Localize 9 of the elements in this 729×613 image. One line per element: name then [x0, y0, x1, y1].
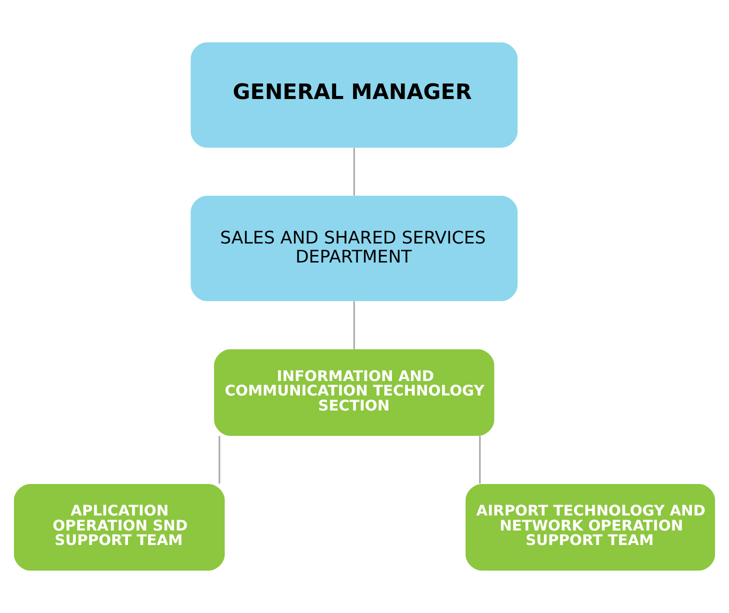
- node-box: APLICATION OPERATION SND SUPPORT TEAM: [14, 484, 225, 571]
- node-box: AIRPORT TECHNOLOGY AND NETWORK OPERATION SUPPORT TEAM: [466, 484, 716, 571]
- node-box: INFORMATION AND COMMUNICATION TECHNOLOGY SECTION: [214, 349, 494, 436]
- node-box: GENERAL MANAGER: [190, 42, 518, 148]
- connector: [218, 436, 220, 484]
- connector: [353, 301, 355, 350]
- node-box: SALES AND SHARED SERVICES DEPARTMENT: [190, 196, 518, 302]
- connector: [479, 436, 481, 484]
- connector: [353, 148, 355, 196]
